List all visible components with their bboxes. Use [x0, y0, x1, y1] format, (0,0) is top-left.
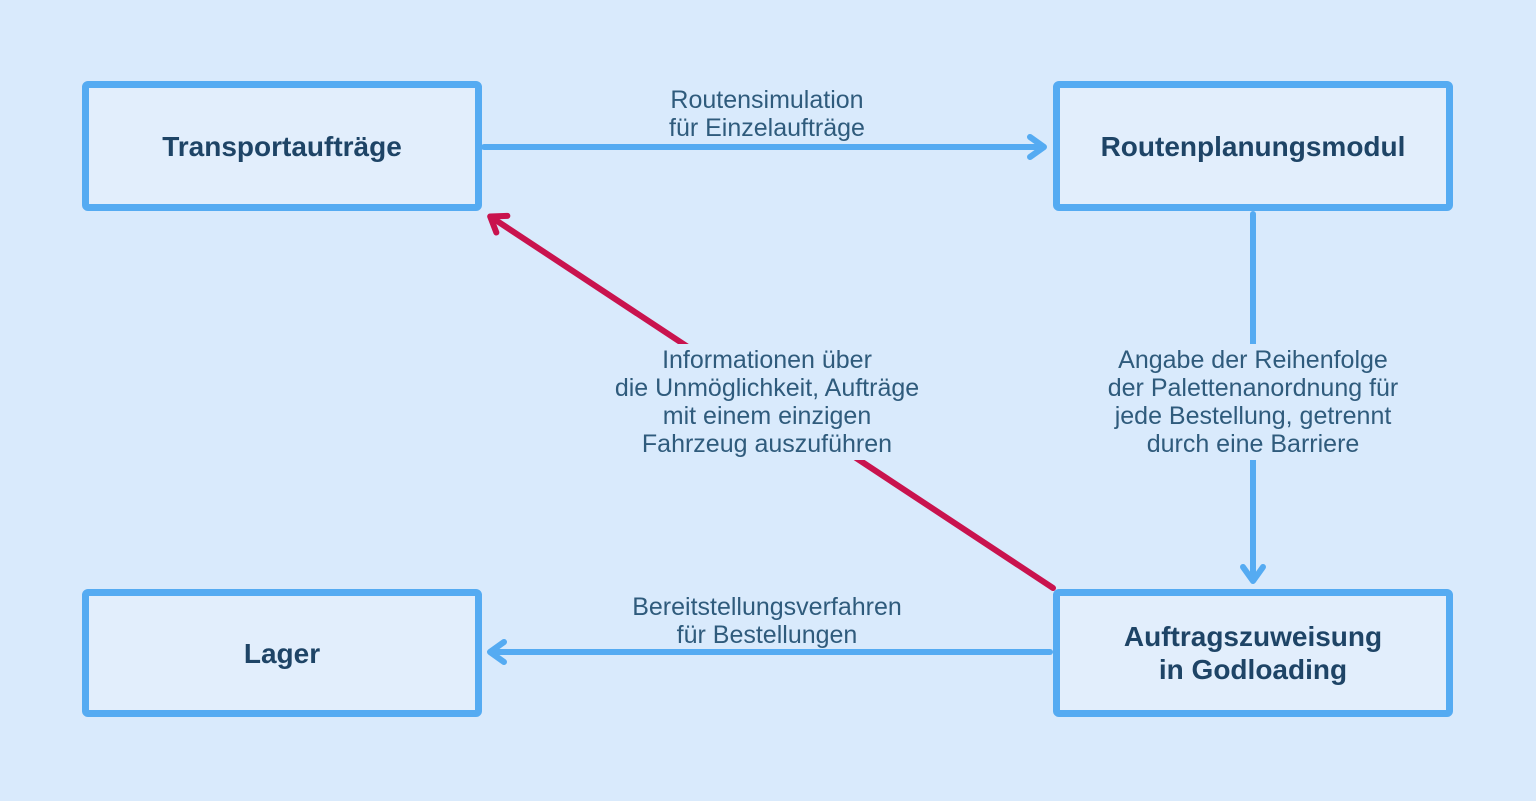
node-transportauftraege-label: Transportaufträge: [162, 130, 402, 162]
node-lager: Lager: [82, 589, 482, 717]
edge-label-unmoeglichkeit: Informationen über die Unmöglichkeit, Au…: [577, 344, 957, 460]
node-auftragszuweisung: Auftragszuweisung in Godloading: [1053, 589, 1453, 717]
node-auftragszuweisung-label: Auftragszuweisung in Godloading: [1123, 621, 1383, 685]
edge-label-reihenfolge: Angabe der Reihenfolge der Palettenanord…: [1063, 344, 1443, 460]
node-transportauftraege: Transportaufträge: [82, 81, 482, 211]
node-routenplanungsmodul-label: Routenplanungsmodul: [1100, 130, 1406, 162]
node-lager-label: Lager: [243, 637, 321, 669]
edge-label-bereitstellung: Bereitstellungsverfahren für Bestellunge…: [632, 593, 902, 649]
node-routenplanungsmodul: Routenplanungsmodul: [1053, 81, 1453, 211]
edge-label-routensimulation: Routensimulation für Einzelaufträge: [669, 86, 865, 142]
